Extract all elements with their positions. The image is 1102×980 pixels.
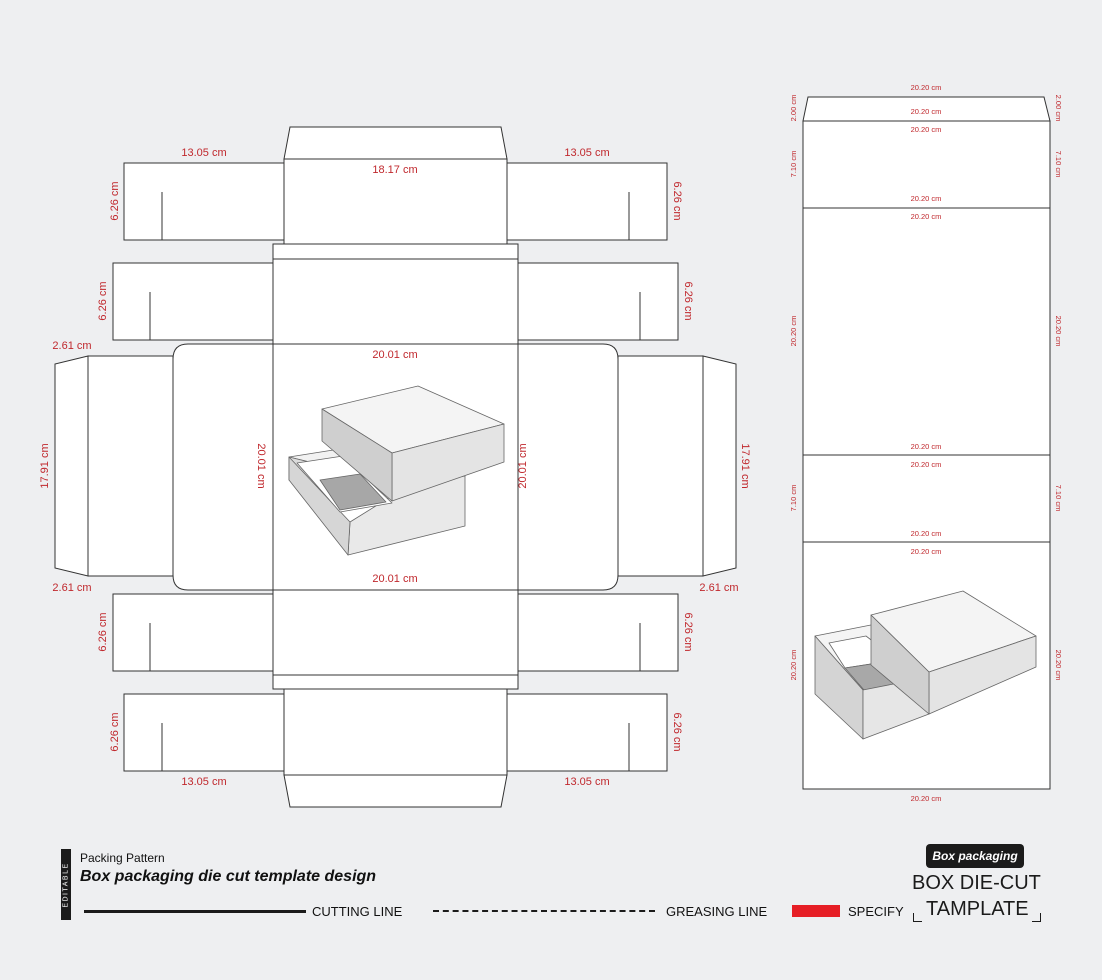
sleeve-dim-panel-right-2: 20.20 cm [1054, 650, 1063, 681]
big-title-line1: BOX DIE-CUT [912, 872, 1041, 894]
sleeve-dim-width-10: 20.20 cm [911, 794, 942, 803]
dim-end-flap-height-left: 17.91 cm [39, 443, 51, 488]
sleeve-dim-width-9: 20.20 cm [911, 547, 942, 556]
sleeve-dim-width-2: 20.20 cm [911, 107, 942, 116]
bracket-left [913, 913, 922, 922]
sleeve-dim-width-5: 20.20 cm [911, 212, 942, 221]
dim-top-center-width: 18.17 cm [372, 164, 417, 176]
bottom-right-flap [506, 693, 668, 772]
sleeve-dim-panel-left-2: 20.20 cm [789, 650, 798, 681]
box-illustration-sleeve [814, 590, 1037, 740]
dim-panel-height-left: 20.01 cm [255, 443, 267, 488]
cutting-line-swatch [84, 910, 306, 913]
top-right-flap [506, 162, 668, 241]
sleeve-dim-tab-left: 2.00 cm [789, 95, 798, 122]
bracket-right [1032, 913, 1041, 922]
big-title-line2: TAMPLATE [926, 898, 1029, 920]
upper-right-flap [517, 262, 679, 341]
dim-end-flap-width-br: 2.61 cm [699, 582, 738, 594]
sleeve-dim-side-left-1: 7.10 cm [789, 151, 798, 178]
sleeve-dim-side-right-1: 7.10 cm [1054, 151, 1063, 178]
dim-end-flap-height-right: 17.91 cm [739, 443, 751, 488]
lower-left-flap [112, 593, 274, 672]
dim-panel-width-bottom: 20.01 cm [372, 573, 417, 585]
sleeve-dim-width-7: 20.20 cm [911, 460, 942, 469]
bottom-lid-panel [283, 688, 508, 776]
left-end-flap [87, 355, 174, 577]
sleeve-dim-width-3: 20.20 cm [911, 125, 942, 134]
main-dimension-labels: 13.05 cm 13.05 cm 18.17 cm 13.05 cm 13.0… [39, 147, 751, 788]
sleeve-dim-width-1: 20.20 cm [911, 83, 942, 92]
dim-top-right-width: 13.05 cm [564, 147, 609, 159]
editable-tag: EDITABLE [61, 849, 71, 920]
footer-title: Box packaging die cut template design [80, 868, 377, 885]
top-side-panel [272, 243, 519, 345]
right-glue-tab [702, 355, 737, 577]
upper-left-flap [112, 262, 274, 341]
footer-subtitle: Packing Pattern [80, 851, 165, 865]
greasing-line-swatch [433, 910, 655, 912]
dim-side-height-2: 6.26 cm [97, 281, 109, 320]
dim-end-flap-width-tl: 2.61 cm [52, 340, 91, 352]
sleeve-dim-tab-right: 2.00 cm [1054, 95, 1063, 122]
top-tuck-flap [283, 126, 508, 160]
cutting-line-label: CUTTING LINE [312, 904, 403, 919]
dim-side-height-1: 6.26 cm [109, 181, 121, 220]
dim-side-height-7: 6.26 cm [682, 612, 694, 651]
bottom-tuck-flap [283, 774, 508, 808]
dim-side-height-4: 6.26 cm [109, 712, 121, 751]
bottom-side-panel [272, 589, 519, 690]
specify-label: SPECIFY [848, 904, 904, 919]
lower-right-flap [517, 593, 679, 672]
top-lid-panel [283, 158, 508, 245]
dim-end-flap-width-bl: 2.61 cm [52, 582, 91, 594]
dim-panel-height-right: 20.01 cm [517, 443, 529, 488]
sleeve-dimension-labels: 20.20 cm 20.20 cm 20.20 cm 20.20 cm 20.2… [789, 83, 1063, 803]
dim-panel-width-top: 20.01 cm [372, 349, 417, 361]
box-illustration-main [288, 385, 505, 556]
bottom-left-flap [123, 693, 285, 772]
sleeve-dim-width-8: 20.20 cm [911, 529, 942, 538]
dim-top-left-width: 13.05 cm [181, 147, 226, 159]
dim-bottom-right-width: 13.05 cm [564, 776, 609, 788]
specify-swatch [792, 905, 840, 917]
dim-side-height-8: 6.26 cm [671, 712, 683, 751]
dim-side-height-6: 6.26 cm [682, 281, 694, 320]
sleeve-side-1 [802, 120, 1051, 209]
editable-label: EDITABLE [62, 861, 70, 908]
box-packaging-badge: Box packaging [926, 844, 1024, 868]
right-end-flap [617, 355, 704, 577]
sleeve-dim-panel-left-1: 20.20 cm [789, 316, 798, 347]
sleeve-side-2 [802, 454, 1051, 543]
sleeve-dim-side-left-2: 7.10 cm [789, 485, 798, 512]
greasing-line-label: GREASING LINE [666, 904, 768, 919]
sleeve-dim-width-4: 20.20 cm [911, 194, 942, 203]
dim-side-height-3: 6.26 cm [97, 612, 109, 651]
top-left-flap [123, 162, 285, 241]
sleeve-dim-panel-right-1: 20.20 cm [1054, 316, 1063, 347]
left-glue-tab [54, 355, 89, 577]
sleeve-dim-side-right-2: 7.10 cm [1054, 485, 1063, 512]
dim-side-height-5: 6.26 cm [671, 181, 683, 220]
sleeve-panel-1 [802, 207, 1051, 456]
dim-bottom-left-width: 13.05 cm [181, 776, 226, 788]
right-wall-panel [517, 343, 619, 591]
sleeve-dim-width-6: 20.20 cm [911, 442, 942, 451]
